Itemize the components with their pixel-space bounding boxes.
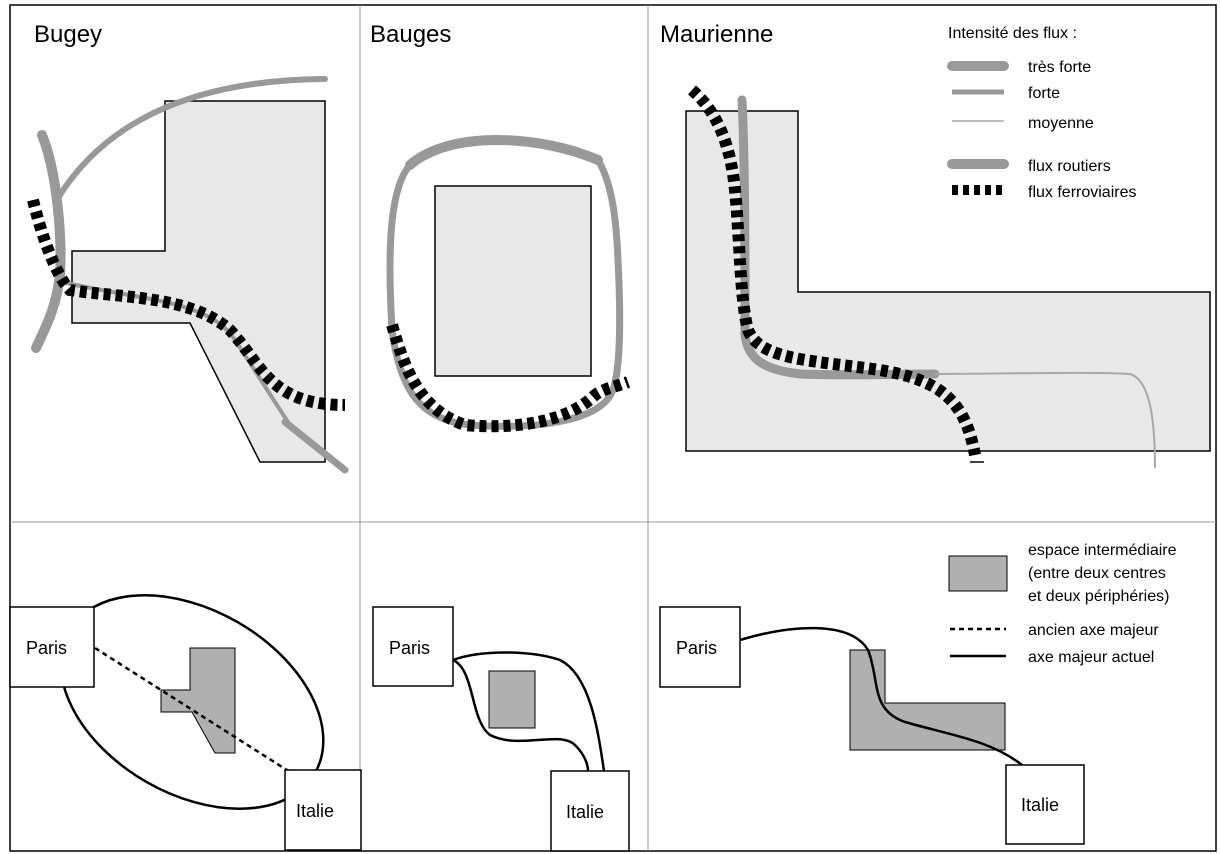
- bugey-road-north: [55, 76, 328, 201]
- bugey-road-southeast: [281, 418, 349, 474]
- bauges-schema-italie-label: Italie: [566, 802, 604, 822]
- legend-flux-intensity: Intensité des flux : très forte forte mo…: [947, 25, 1136, 201]
- bugey-schema-old-axis: [94, 646, 291, 774]
- bauges-railway: [386, 323, 631, 433]
- maurienne-schema-italie-box: [1005, 764, 1085, 845]
- bauges-road-heavy: [405, 135, 603, 170]
- bugey-railway: [27, 198, 346, 411]
- bugey-schema-italie-label: Italie: [296, 801, 334, 821]
- legend-old-axis-label: ancien axe majeur: [1028, 622, 1159, 639]
- legend-strong-label: forte: [1028, 85, 1060, 102]
- bugey-schema: Paris Italie: [9, 594, 362, 851]
- title-bauges: Bauges: [370, 21, 451, 48]
- legend-rail-label: flux ferroviaires: [1028, 184, 1136, 201]
- legend-intermediate-swatch: [948, 555, 1008, 592]
- maurienne-zone: [685, 110, 1211, 452]
- maurienne-schema-axis: [739, 626, 1023, 766]
- bugey-schema-intermediate: [160, 647, 236, 754]
- maurienne-map: [685, 85, 1211, 469]
- bugey-schema-paris-box: [9, 606, 95, 688]
- maurienne-schema: Paris Italie: [659, 606, 1085, 845]
- bugey-schema-italie-box: [284, 769, 362, 851]
- title-bugey: Bugey: [34, 21, 102, 48]
- bauges-schema-intermediate: [488, 670, 536, 729]
- legend-intermediate-line2: (entre deux centres: [1028, 565, 1166, 582]
- legend-medium-label: moyenne: [1028, 115, 1094, 132]
- legend-heading: Intensité des flux :: [948, 25, 1077, 42]
- bauges-schema-axis-north: [452, 651, 606, 772]
- bauges-map: [386, 135, 631, 433]
- bauges-schema-axis-south: [452, 658, 590, 772]
- title-maurienne: Maurienne: [660, 21, 773, 48]
- bauges-zone: [434, 185, 592, 377]
- legend-current-axis-label: axe majeur actuel: [1028, 649, 1154, 666]
- bugey-map: [27, 76, 349, 474]
- maurienne-schema-paris-box: [659, 606, 741, 688]
- legend-very-strong-label: très forte: [1028, 59, 1091, 76]
- bugey-zone: [71, 100, 326, 463]
- maurienne-railway: [687, 85, 981, 457]
- bauges-schema-paris-box: [372, 606, 454, 687]
- legend-road-label: flux routiers: [1028, 158, 1111, 175]
- maurienne-road-east: [934, 371, 1156, 469]
- maurienne-schema-italie-label: Italie: [1021, 795, 1059, 815]
- legend-intermediate-line1: espace intermédiaire: [1028, 542, 1177, 559]
- maurienne-schema-paris-label: Paris: [676, 638, 717, 658]
- bauges-schema-italie-box: [550, 770, 630, 852]
- legend-intermediate-line3: et deux périphéries): [1028, 588, 1169, 605]
- bugey-schema-paris-label: Paris: [26, 638, 67, 658]
- legend-schema: espace intermédiaire (entre deux centres…: [948, 542, 1177, 666]
- bauges-schema: Paris Italie: [372, 606, 630, 852]
- bauges-schema-paris-label: Paris: [389, 638, 430, 658]
- maurienne-schema-intermediate: [849, 649, 1006, 751]
